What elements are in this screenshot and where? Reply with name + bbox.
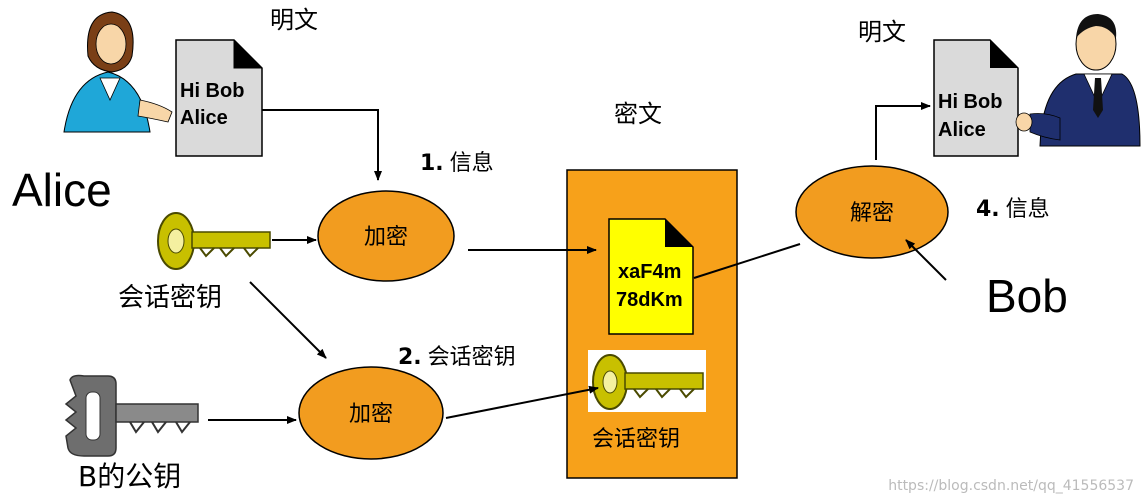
- ciphertext-label: 密文: [614, 100, 662, 128]
- doc-left-line1: Hi Bob: [180, 80, 244, 102]
- step4-text: 信息: [1006, 197, 1050, 222]
- alice-name-label: Alice: [12, 164, 112, 216]
- arrow-encrypt2-to-box: [445, 385, 599, 419]
- step2-label: 2.会话密钥: [398, 345, 516, 370]
- encrypt-node-bottom: 加密: [298, 366, 444, 460]
- bob-name-label: Bob: [986, 270, 1068, 322]
- arrow-plaintext-to-encrypt: [262, 109, 382, 181]
- step2-text: 会话密钥: [428, 345, 516, 370]
- doc-left-line2: Alice: [180, 107, 228, 129]
- cipher-line2: 78dKm: [616, 289, 683, 311]
- step2-number: 2.: [398, 345, 422, 370]
- plaintext-document-left: Hi Bob Alice: [175, 39, 263, 157]
- arrow-sessionkey-to-encrypt2: [249, 281, 327, 359]
- line-cipher-to-decrypt: [693, 243, 801, 279]
- flow-arrows: [208, 102, 947, 424]
- decrypt-node: 解密: [795, 165, 949, 259]
- plaintext-document-right: Hi Bob Alice: [933, 39, 1019, 157]
- plaintext-label-right: 明文: [858, 18, 906, 46]
- step4-label: 4.信息: [976, 197, 1050, 222]
- alice-figure-icon: [63, 11, 173, 133]
- step4-number: 4.: [976, 197, 1000, 222]
- cipher-line1: xaF4m: [618, 261, 681, 283]
- session-key-label-left: 会话密钥: [118, 283, 222, 313]
- step1-text: 信息: [450, 151, 494, 176]
- step1-number: 1.: [420, 151, 444, 176]
- step1-label: 1.信息: [420, 151, 494, 176]
- session-key-label-box: 会话密钥: [592, 427, 680, 452]
- session-key-icon: [157, 212, 271, 270]
- bob-figure-icon: [1015, 14, 1141, 147]
- encrypt-top-label: 加密: [364, 225, 408, 250]
- b-public-key-label: B的公钥: [78, 460, 181, 493]
- arrow-bob-to-decrypt: [905, 239, 947, 281]
- doc-right-line2: Alice: [938, 119, 986, 141]
- arrow-decrypt-to-plaintext: [875, 102, 931, 160]
- cipher-document: xaF4m 78dKm: [608, 218, 694, 335]
- encrypt-node-top: 加密: [317, 190, 455, 282]
- b-public-key-icon: [64, 374, 199, 457]
- encrypted-session-key-icon: [588, 350, 706, 412]
- watermark-text: https://blog.csdn.net/qq_41556537: [888, 478, 1134, 494]
- doc-right-line1: Hi Bob: [938, 91, 1002, 113]
- decrypt-label: 解密: [850, 201, 894, 226]
- encrypt-bottom-label: 加密: [349, 402, 393, 427]
- plaintext-label-left: 明文: [270, 6, 318, 34]
